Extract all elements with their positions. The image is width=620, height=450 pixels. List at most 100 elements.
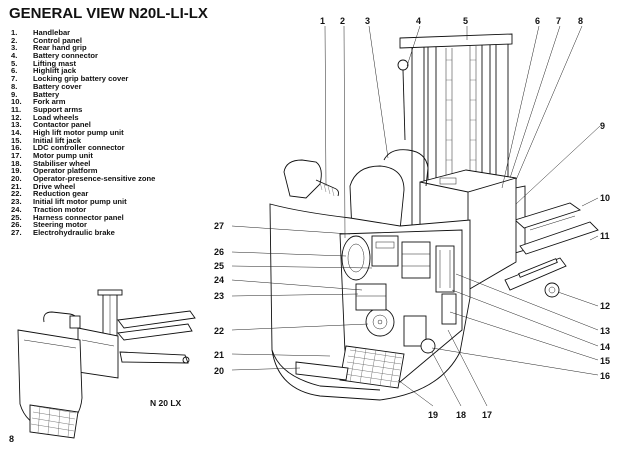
list-item: 13. Contactor panel bbox=[11, 121, 155, 129]
part-label: Locking grip battery cover bbox=[33, 74, 129, 84]
callout-25: 25 bbox=[214, 261, 224, 271]
callout-10: 10 bbox=[600, 193, 610, 203]
part-number: 3. bbox=[11, 43, 18, 53]
part-label: Fork arm bbox=[33, 97, 66, 107]
list-item: 19. Operator platform bbox=[11, 167, 155, 175]
part-label: Lifting mast bbox=[33, 58, 77, 68]
callout-24: 24 bbox=[214, 275, 224, 285]
page-title: GENERAL VIEW N20L-LI-LX bbox=[9, 5, 208, 22]
part-number: 21. bbox=[11, 181, 22, 191]
part-number: 13. bbox=[11, 120, 22, 130]
list-item: 23. Initial lift motor pump unit bbox=[11, 198, 155, 206]
callout-27: 27 bbox=[214, 221, 224, 231]
part-number: 7. bbox=[11, 74, 18, 84]
variant-label: N 20 LX bbox=[150, 398, 182, 408]
part-label: Stabiliser wheel bbox=[33, 158, 91, 168]
list-item: 17. Motor pump unit bbox=[11, 152, 155, 160]
part-number: 26. bbox=[11, 220, 22, 230]
callout-16: 16 bbox=[600, 371, 610, 381]
part-label: Battery bbox=[33, 89, 60, 99]
callout-21: 21 bbox=[214, 350, 224, 360]
list-item: 4.Battery connector bbox=[11, 52, 155, 60]
callout-18: 18 bbox=[456, 410, 466, 420]
leader-lines bbox=[231, 25, 601, 407]
part-label: High lift motor pump unit bbox=[33, 127, 124, 137]
callout-1: 1 bbox=[320, 16, 325, 26]
callout-14: 14 bbox=[600, 342, 610, 352]
callout-11: 11 bbox=[600, 231, 610, 241]
part-number: 17. bbox=[11, 151, 22, 160]
list-item: 9. Battery bbox=[11, 89, 155, 99]
list-item: 21. Drive wheel bbox=[11, 181, 155, 191]
part-number: 11. bbox=[11, 104, 22, 114]
list-item: 7. Locking grip battery cover bbox=[11, 75, 155, 83]
part-label: Rear hand grip bbox=[33, 43, 87, 53]
page-number: 8 bbox=[9, 434, 15, 444]
callout-17: 17 bbox=[482, 410, 492, 420]
part-number: 12. bbox=[11, 112, 22, 122]
part-label: Battery cover bbox=[33, 81, 82, 91]
part-label: Steering motor bbox=[33, 220, 88, 230]
part-label: Contactor panel bbox=[33, 120, 91, 130]
part-number: 19. bbox=[11, 166, 22, 176]
list-item: 5. Lifting mast bbox=[11, 58, 155, 68]
small-truck-drawing bbox=[17, 289, 196, 439]
callout-13: 13 bbox=[600, 326, 610, 336]
callout-26: 26 bbox=[214, 247, 224, 257]
part-number: 25. bbox=[11, 212, 22, 222]
part-label: Handlebar bbox=[33, 28, 71, 37]
callouts: 1 2 3 4 5 6 7 8 9 10 11 12 13 14 15 16 1… bbox=[214, 16, 610, 420]
list-item: 22.Reduction gear bbox=[11, 190, 155, 198]
part-label: Load wheels bbox=[33, 112, 79, 122]
list-item: 11. Support arms bbox=[11, 106, 155, 114]
part-label: Highlift jack bbox=[33, 66, 77, 76]
callout-6: 6 bbox=[535, 16, 540, 26]
callout-2: 2 bbox=[340, 16, 345, 26]
callout-19: 19 bbox=[428, 410, 438, 420]
part-number: 14. bbox=[11, 127, 22, 137]
part-number: 15. bbox=[11, 135, 22, 145]
part-number: 5. bbox=[11, 58, 18, 68]
part-label: Motor pump unit bbox=[33, 151, 93, 160]
callout-4: 4 bbox=[416, 16, 421, 26]
part-number: 4. bbox=[11, 51, 18, 61]
part-label: Operator platform bbox=[33, 166, 98, 176]
part-label: LDC controller connector bbox=[33, 143, 125, 153]
part-label: Initial lift jack bbox=[33, 135, 82, 145]
part-label: Drive wheel bbox=[33, 181, 76, 191]
callout-5: 5 bbox=[463, 16, 468, 26]
callout-7: 7 bbox=[556, 16, 561, 26]
list-item: 25. Harness connector panel bbox=[11, 212, 155, 222]
part-number: 2. bbox=[11, 35, 18, 45]
list-item: 2. Control panel bbox=[11, 35, 155, 45]
part-label: Initial lift motor pump unit bbox=[33, 197, 127, 207]
list-item: 1. Handlebar bbox=[11, 29, 155, 37]
callout-8: 8 bbox=[578, 16, 583, 26]
part-number: 23. bbox=[11, 197, 22, 207]
part-number: 8. bbox=[11, 81, 18, 91]
part-number: 16. bbox=[11, 143, 22, 153]
part-number: 1. bbox=[11, 28, 18, 37]
part-label: Harness connector panel bbox=[33, 212, 124, 222]
list-item: 20. Operator-presence-sensitive zone bbox=[11, 175, 155, 183]
list-item: 27. Electrohydraulic brake bbox=[11, 229, 155, 237]
part-label: Traction motor bbox=[33, 204, 87, 214]
part-label: Operator-presence-sensitive zone bbox=[33, 174, 156, 184]
list-item: 18.Stabiliser wheel bbox=[11, 158, 155, 168]
list-item: 12. Load wheels bbox=[11, 112, 155, 122]
main-truck-drawing bbox=[269, 33, 599, 401]
part-number: 20. bbox=[11, 174, 22, 184]
part-label: Electrohydraulic brake bbox=[33, 227, 115, 237]
callout-3: 3 bbox=[365, 16, 370, 26]
part-number: 24. bbox=[11, 204, 22, 214]
part-label: Support arms bbox=[33, 104, 83, 114]
part-number: 9. bbox=[11, 89, 18, 99]
list-item: 26. Steering motor bbox=[11, 221, 155, 229]
part-label: Control panel bbox=[33, 35, 82, 45]
callout-20: 20 bbox=[214, 366, 224, 376]
list-item: 24. Traction motor bbox=[11, 204, 155, 214]
part-number: 27. bbox=[11, 227, 22, 237]
list-item: 10.Fork arm bbox=[11, 98, 155, 106]
callout-23: 23 bbox=[214, 291, 224, 301]
